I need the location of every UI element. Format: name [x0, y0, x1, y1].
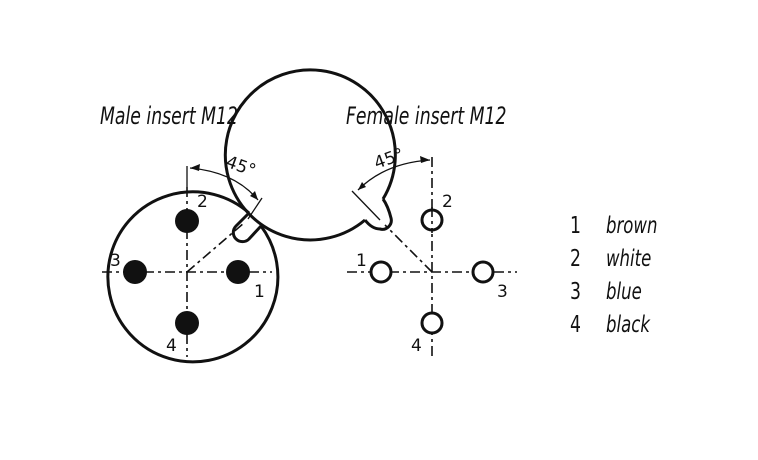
legend-color-1: brown	[606, 211, 657, 239]
legend-num-2: 2	[570, 245, 581, 272]
male-insert: Male insert M12 45° 1 2 3 4	[100, 102, 280, 364]
female-pin-label-4: 4	[411, 336, 422, 356]
female-outline	[223, 68, 397, 242]
male-outline	[106, 190, 280, 364]
female-pin-4	[420, 311, 444, 335]
male-pin-2	[175, 209, 199, 233]
female-title: Female insert M12	[346, 102, 507, 130]
legend-color-2: white	[606, 244, 651, 272]
legend-color-4: black	[606, 310, 651, 338]
wire-color-legend: 1 brown 2 white 3 blue 4 black	[570, 211, 657, 338]
male-title: Male insert M12	[100, 102, 238, 130]
male-pin-label-3: 3	[110, 251, 121, 271]
male-key	[231, 211, 263, 244]
male-pin-1	[226, 260, 250, 284]
male-pin-label-2: 2	[197, 192, 208, 212]
female-pin-1	[369, 260, 393, 284]
legend-num-1: 1	[570, 212, 581, 239]
male-pin-label-4: 4	[166, 336, 177, 356]
legend-num-4: 4	[570, 311, 581, 338]
male-pin-3	[123, 260, 147, 284]
female-key	[363, 198, 393, 231]
female-pin-label-2: 2	[442, 192, 453, 212]
female-pin-3	[471, 260, 495, 284]
legend-color-3: blue	[606, 277, 642, 305]
female-angle-label: 45°	[372, 145, 407, 174]
male-pin-4	[175, 311, 199, 335]
legend-num-3: 3	[570, 278, 581, 305]
female-pin-label-3: 3	[497, 282, 508, 302]
male-pin-label-1: 1	[254, 282, 265, 302]
female-pin-label-1: 1	[356, 251, 367, 271]
